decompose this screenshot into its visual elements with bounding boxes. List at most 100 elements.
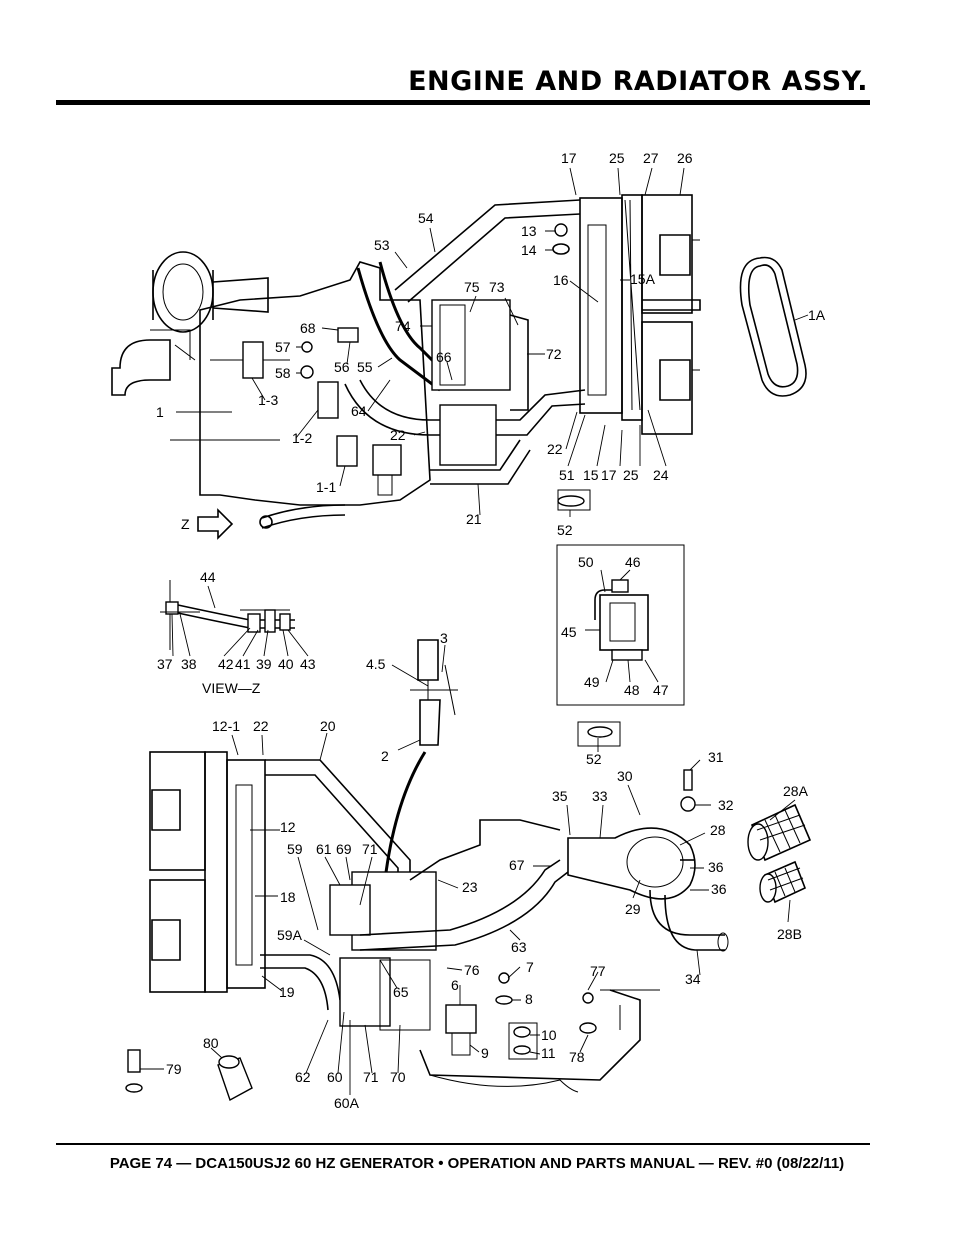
callout-60: 60 <box>327 1069 343 1085</box>
callout-53: 53 <box>374 237 390 253</box>
callout-67: 67 <box>509 857 525 873</box>
callout-17-lower: 17 <box>601 467 617 483</box>
footer-rule <box>56 1143 870 1145</box>
callout-36-upper: 36 <box>708 859 724 875</box>
callout-51: 51 <box>559 467 575 483</box>
callout-1-3: 1-3 <box>258 392 278 408</box>
callout-28b: 28B <box>777 926 802 942</box>
callout-27: 27 <box>643 150 659 166</box>
callout-24: 24 <box>653 467 669 483</box>
callout-22-bottom: 22 <box>253 718 269 734</box>
callout-61: 61 <box>316 841 332 857</box>
callout-9: 9 <box>481 1045 489 1061</box>
callout-80: 80 <box>203 1035 219 1051</box>
callout-41: 41 <box>235 656 251 672</box>
callout-25: 25 <box>609 150 625 166</box>
callout-48: 48 <box>624 682 640 698</box>
callout-22-top-right: 22 <box>547 441 563 457</box>
callout-10: 10 <box>541 1027 557 1043</box>
callout-55: 55 <box>357 359 373 375</box>
callout-57: 57 <box>275 339 291 355</box>
callout-15a: 15A <box>630 271 656 287</box>
callout-39: 39 <box>256 656 272 672</box>
callout-44: 44 <box>200 569 216 585</box>
callout-2: 2 <box>381 748 389 764</box>
bottom-engine-assembly <box>125 751 812 1102</box>
callout-54: 54 <box>418 210 434 226</box>
callout-7: 7 <box>526 959 534 975</box>
callout-50: 50 <box>578 554 594 570</box>
filter-28a <box>747 803 812 862</box>
callout-35: 35 <box>552 788 568 804</box>
callout-52-top: 52 <box>557 522 573 538</box>
callout-79: 79 <box>166 1061 182 1077</box>
callout-78: 78 <box>569 1049 585 1065</box>
callout-16: 16 <box>553 272 569 288</box>
callout-28a: 28A <box>783 783 809 799</box>
callout-22-top: 22 <box>390 427 406 443</box>
filter-28b <box>759 860 807 904</box>
callout-34: 34 <box>685 971 701 987</box>
callout-11: 11 <box>541 1045 556 1061</box>
callout-72: 72 <box>546 346 562 362</box>
page-footer: PAGE 74 — DCA150USJ2 60 HZ GENERATOR • O… <box>109 1155 845 1172</box>
callout-76: 76 <box>464 962 480 978</box>
top-engine-assembly <box>111 194 807 540</box>
callout-46: 46 <box>625 554 641 570</box>
callout-13: 13 <box>521 223 537 239</box>
callout-21: 21 <box>466 511 482 527</box>
callout-69: 69 <box>336 841 352 857</box>
callout-64: 64 <box>351 403 367 419</box>
callout-37: 37 <box>157 656 173 672</box>
callout-52-filter: 52 <box>586 751 602 767</box>
callout-29: 29 <box>625 901 641 917</box>
callout-26: 26 <box>677 150 693 166</box>
callout-12: 12 <box>280 819 296 835</box>
callout-1: 1 <box>156 404 164 420</box>
callout-58: 58 <box>275 365 291 381</box>
callout-19: 19 <box>279 984 295 1000</box>
callout-33: 33 <box>592 788 608 804</box>
callout-1-2: 1-2 <box>292 430 312 446</box>
callout-17: 17 <box>561 150 577 166</box>
callout-59a: 59A <box>277 927 303 943</box>
header-rule <box>56 100 870 105</box>
callout-3: 3 <box>440 630 448 646</box>
callout-4-5: 4.5 <box>366 656 386 672</box>
callout-20: 20 <box>320 718 336 734</box>
callout-71-lower: 71 <box>363 1069 379 1085</box>
callout-14: 14 <box>521 242 537 258</box>
callout-43: 43 <box>300 656 316 672</box>
page-title: ENGINE AND RADIATOR ASSY. <box>408 66 868 97</box>
callout-18: 18 <box>280 889 296 905</box>
callout-56: 56 <box>334 359 350 375</box>
callout-77: 77 <box>590 963 606 979</box>
callout-labels: 17 25 27 26 54 13 14 53 16 15A 1A 75 73 … <box>156 150 826 1111</box>
callout-1-1: 1-1 <box>316 479 336 495</box>
callout-38: 38 <box>181 656 197 672</box>
callout-36-lower: 36 <box>711 881 727 897</box>
callout-75: 75 <box>464 279 480 295</box>
callout-15: 15 <box>583 467 599 483</box>
callout-71-upper: 71 <box>362 841 378 857</box>
callout-59: 59 <box>287 841 303 857</box>
callout-60a: 60A <box>334 1095 360 1111</box>
callout-12-1: 12-1 <box>212 718 240 734</box>
callout-28: 28 <box>710 822 726 838</box>
callout-25-lower: 25 <box>623 467 639 483</box>
callout-31: 31 <box>708 749 724 765</box>
callout-40: 40 <box>278 656 294 672</box>
callout-65: 65 <box>393 984 409 1000</box>
callout-23: 23 <box>462 879 478 895</box>
callout-45: 45 <box>561 624 577 640</box>
callout-42: 42 <box>218 656 234 672</box>
leader-lines <box>140 167 809 1095</box>
callout-63: 63 <box>511 939 527 955</box>
callout-68: 68 <box>300 320 316 336</box>
callout-6: 6 <box>451 977 459 993</box>
callout-66: 66 <box>436 349 452 365</box>
callout-8: 8 <box>525 991 533 1007</box>
filter-detail <box>556 544 685 747</box>
callout-30: 30 <box>617 768 633 784</box>
